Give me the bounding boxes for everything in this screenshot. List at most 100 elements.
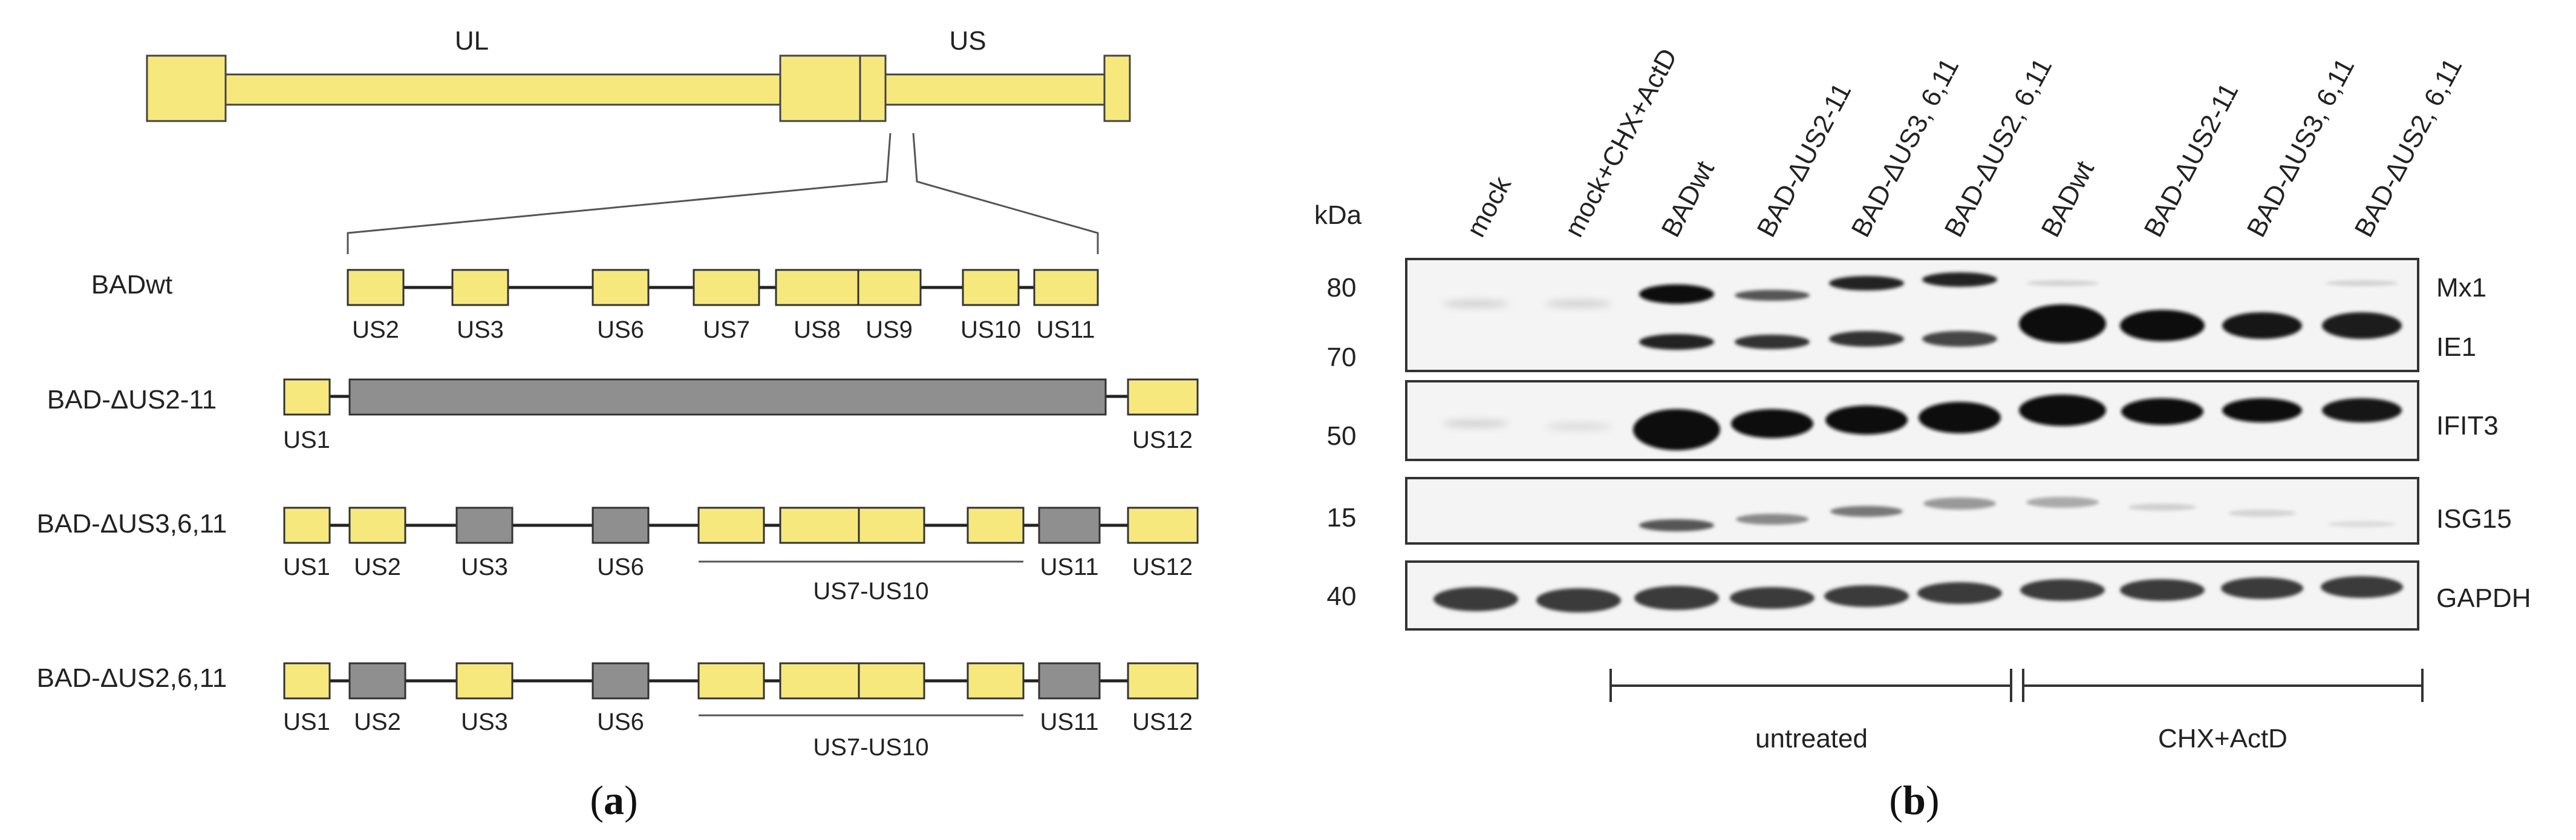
- genome-ul-segment: [224, 73, 781, 106]
- band: [1829, 276, 1904, 290]
- gene-label-us11: US11: [1040, 554, 1098, 580]
- blot-mx1-ie1: 80 70 Mx1 IE1: [1327, 258, 2486, 372]
- marker-80: 80: [1327, 273, 1357, 303]
- gene-label-us12: US12: [1132, 554, 1193, 580]
- band: [2321, 576, 2403, 598]
- band: [2019, 395, 2106, 426]
- band: [1433, 587, 1518, 611]
- bands-isg15: [1639, 497, 2396, 531]
- gene-box-us6-deleted: [592, 662, 650, 700]
- gene-label-us9: US9: [866, 317, 913, 343]
- construct-row-delta-us2-6-11: US1 US2 US3 US6 US11 US12 US7-US10: [283, 662, 1199, 761]
- gene-box-us10: [962, 269, 1020, 306]
- band: [1536, 588, 1621, 612]
- gene-label-us7: US7: [703, 317, 750, 343]
- band: [2221, 577, 2303, 599]
- genome-right-terminal: [1103, 54, 1131, 122]
- gene-box-us9: [858, 507, 925, 544]
- gene-box-us12: [1127, 662, 1199, 700]
- bands-ifit3: [1443, 395, 2402, 450]
- bands-gapdh: [1433, 576, 2403, 612]
- band: [1917, 582, 2002, 604]
- band: [1443, 300, 1509, 307]
- band: [1634, 586, 1719, 610]
- lane-label-4: BAD-ΔUS2-11: [1752, 78, 1857, 242]
- gene-label-us3: US3: [461, 709, 508, 735]
- band: [2326, 280, 2398, 286]
- gene-box-us9: [858, 662, 925, 700]
- gene-label-us1: US1: [283, 709, 330, 735]
- gene-box-us7: [697, 662, 765, 700]
- group-label-untreated: untreated: [1755, 724, 1868, 753]
- band: [1639, 334, 1714, 350]
- group-label-chx-actd: CHX+ActD: [2158, 724, 2287, 753]
- gene-label-us11: US11: [1036, 317, 1095, 343]
- band: [1825, 405, 1908, 435]
- lane-label-3: BADwt: [1656, 156, 1720, 242]
- band: [2222, 312, 2302, 339]
- marker-40: 40: [1327, 582, 1357, 611]
- gene-label-us12: US12: [1132, 427, 1193, 453]
- band: [1923, 497, 1996, 510]
- lane-labels: mock mock+CHX+ActD BADwt BAD-ΔUS2-11 BAD…: [1461, 44, 2468, 241]
- panel-letter-a: (a): [590, 777, 637, 823]
- marker-15: 15: [1327, 503, 1357, 533]
- gene-box-us11-deleted: [1038, 507, 1101, 544]
- ul-label: UL: [455, 26, 489, 56]
- gene-label-us2: US2: [354, 709, 401, 735]
- band: [2322, 312, 2402, 339]
- band: [2228, 510, 2296, 517]
- blot-ifit3: 50 IFIT3: [1327, 380, 2499, 461]
- kda-header: kDa: [1314, 200, 1362, 230]
- band: [1443, 420, 1509, 427]
- bracket-label-us7-us10: US7-US10: [813, 578, 928, 605]
- genome-map: [146, 54, 1131, 122]
- blot-gapdh: 40 GAPDH: [1327, 560, 2531, 631]
- bracket-label-us7-us10: US7-US10: [813, 734, 928, 761]
- band: [1730, 587, 1815, 609]
- band: [1922, 331, 1997, 347]
- band: [1735, 290, 1810, 301]
- gene-label-us12: US12: [1132, 709, 1193, 735]
- construct-name-delta-us3-6-11: BAD-ΔUS3,6,11: [37, 509, 227, 539]
- band: [1639, 519, 1714, 531]
- band: [2120, 579, 2205, 601]
- genome-left-terminal: [146, 54, 227, 122]
- band: [2120, 310, 2205, 341]
- band: [1735, 335, 1810, 349]
- lane-label-8: BAD-ΔUS2-11: [2139, 78, 2245, 242]
- gene-box-us8: [779, 662, 860, 700]
- gene-box-us1: [283, 378, 331, 416]
- band: [1922, 272, 1997, 287]
- gene-label-us3: US3: [461, 554, 508, 580]
- zoom-lines: [347, 133, 1099, 254]
- gene-box-us3: [455, 662, 514, 700]
- gene-box-us6-deleted: [592, 507, 650, 544]
- band: [1736, 514, 1808, 525]
- band: [1545, 423, 1612, 430]
- band: [2222, 398, 2302, 422]
- bracket-untreated: [1609, 669, 2012, 702]
- gene-label-us1: US1: [283, 427, 330, 453]
- protein-label-mx1: Mx1: [2436, 273, 2486, 303]
- band: [1824, 585, 1909, 607]
- panel-a: UL US BADwt BAD-ΔUS2-11 BAD-ΔUS3,6,11 BA…: [37, 26, 1199, 823]
- gene-box-us7: [693, 269, 760, 306]
- genome-us-segment: [884, 73, 1106, 106]
- band: [2328, 521, 2396, 527]
- band: [1633, 409, 1720, 450]
- gene-box-us2: [347, 269, 405, 306]
- band: [2026, 497, 2099, 508]
- us-label: US: [949, 26, 986, 56]
- band: [2026, 280, 2099, 286]
- gene-box-us6: [592, 269, 650, 306]
- construct-row-delta-us2-11: US1 US12: [283, 378, 1199, 453]
- band: [1829, 331, 1904, 347]
- group-brackets: [1609, 669, 2424, 702]
- band: [1731, 409, 1813, 438]
- marker-50: 50: [1327, 421, 1357, 451]
- genome-internal-repeat-1: [779, 54, 861, 122]
- lane-label-7: BADwt: [2036, 156, 2100, 242]
- band: [2020, 579, 2105, 601]
- gene-box-us10: [967, 507, 1025, 544]
